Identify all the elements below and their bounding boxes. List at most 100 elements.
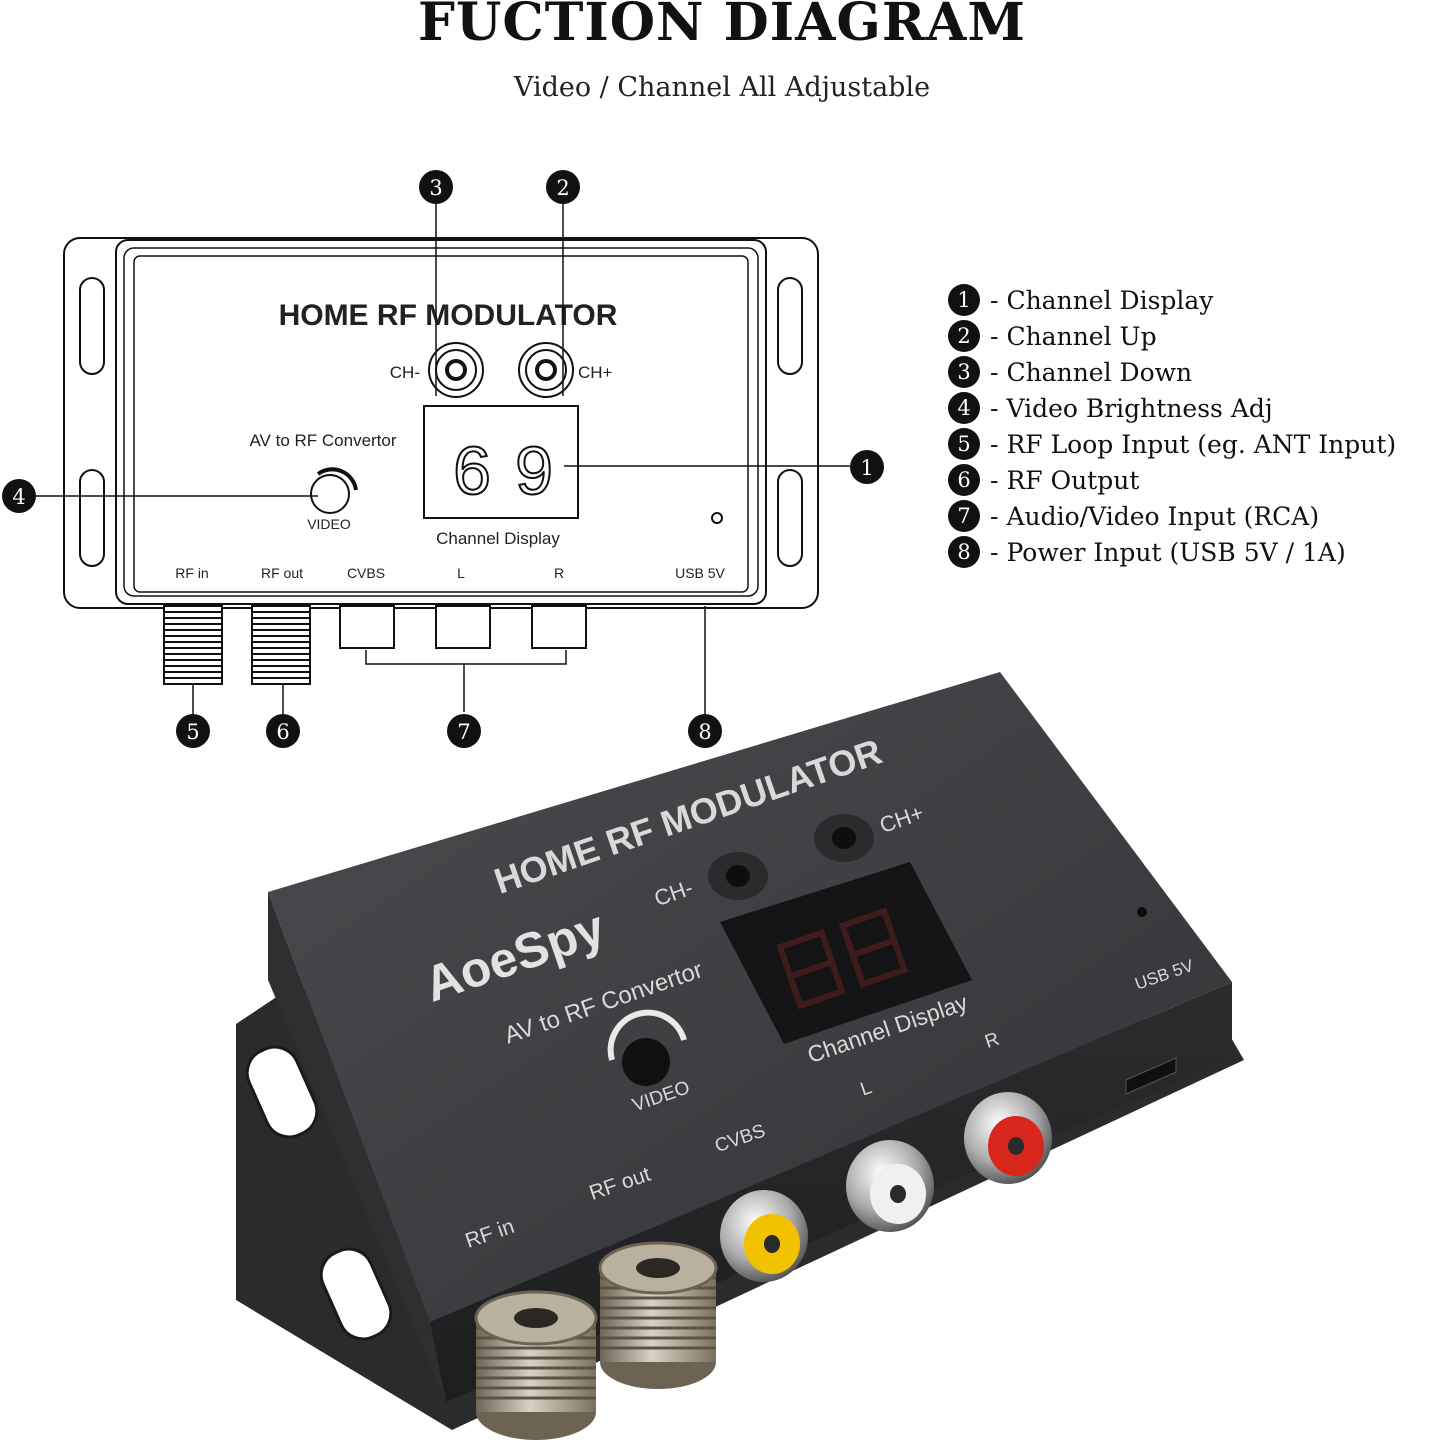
ch-plus-button-cap: [535, 359, 557, 381]
svg-text:2: 2: [556, 176, 569, 200]
display-digit-1: 6: [453, 433, 491, 509]
legend-item: 3-Channel Down: [948, 354, 1444, 390]
legend-number: 8: [948, 536, 980, 568]
legend-separator: -: [990, 285, 999, 315]
page-title: FUCTION DIAGRAM: [418, 0, 1026, 53]
legend-number: 4: [948, 392, 980, 424]
svg-text:3: 3: [429, 176, 442, 200]
legend-label: Audio/Video Input (RCA): [1006, 501, 1320, 531]
svg-text:8: 8: [698, 720, 711, 744]
svg-text:1: 1: [860, 456, 873, 480]
legend-label: Power Input (USB 5V / 1A): [1006, 537, 1346, 567]
channel-display-window: [423, 405, 579, 519]
ch-plus-button-ring: [518, 342, 574, 398]
photo-display-window: [720, 862, 972, 1044]
legend-separator: -: [990, 321, 999, 351]
legend-separator: -: [990, 357, 999, 387]
legend-label: RF Loop Input (eg. ANT Input): [1006, 429, 1397, 459]
schematic-convertor-label: AV to RF Convertor: [249, 431, 396, 450]
legend-item: 6-RF Output: [948, 462, 1444, 498]
callout-6: 6: [266, 714, 300, 748]
av-bracket-line: [365, 650, 567, 712]
device-faceplate: [133, 255, 749, 593]
legend-number: 7: [948, 500, 980, 532]
schematic-port-rf-out: RF out: [261, 565, 303, 581]
photo-led-digits: [776, 907, 909, 1010]
ear-slot-right-bottom: [777, 469, 803, 567]
ch-plus-button-inner: [525, 349, 567, 391]
legend-item: 8-Power Input (USB 5V / 1A): [948, 534, 1444, 570]
schematic-port-l: L: [457, 565, 465, 581]
photo-flange-slot-bottom: [319, 1247, 393, 1341]
schematic-port-rf-in: RF in: [175, 565, 208, 581]
schematic-diagram: HOME RF MODULATOR CH- CH+ 6 9 Channel Di…: [2, 170, 884, 748]
legend-number: 5: [948, 428, 980, 460]
callout-1: 1: [850, 450, 884, 484]
callout-5: 5: [176, 714, 210, 748]
legend-number: 3: [948, 356, 980, 388]
photo-ch-minus-cap: [726, 865, 750, 887]
photo-ch-plus-cap: [832, 827, 856, 849]
callout-2: 2: [546, 170, 580, 204]
video-knob-arc: [316, 467, 358, 491]
legend-number: 1: [948, 284, 980, 316]
callout-4: 4: [2, 479, 36, 513]
device-body-inner: [123, 247, 759, 597]
callout-8: 8: [688, 714, 722, 748]
schematic-ch-plus-label: CH+: [578, 363, 613, 382]
ear-slot-right-top: [777, 277, 803, 375]
svg-text:7: 7: [457, 720, 470, 744]
display-digit-2: 9: [515, 433, 553, 509]
power-led: [711, 512, 723, 524]
legend-separator: -: [990, 501, 999, 531]
svg-text:5: 5: [186, 720, 199, 744]
legend-label: Video Brightness Adj: [1006, 393, 1273, 423]
photo-body-side: [268, 892, 446, 1402]
legend-separator: -: [990, 429, 999, 459]
legend-separator: -: [990, 393, 999, 423]
photo-audio-r-rca-jack: [964, 1092, 1052, 1184]
legend-label: Channel Up: [1006, 321, 1157, 351]
photo-audio-l-rca-jack: [846, 1140, 934, 1232]
schematic-video-label: VIDEO: [307, 516, 351, 532]
video-knob: [310, 474, 350, 514]
photo-video-knob: [622, 1038, 670, 1086]
photo-rf-out-connector: [598, 1241, 718, 1389]
photo-body-top: [268, 672, 1232, 1322]
legend-separator: -: [990, 465, 999, 495]
legend-number: 2: [948, 320, 980, 352]
ear-slot-left-top: [79, 277, 105, 375]
photo-usb-port: [1125, 1057, 1177, 1095]
legend-number: 6: [948, 464, 980, 496]
callout-3: 3: [419, 170, 453, 204]
legend-separator: -: [990, 537, 999, 567]
callout-legend: 1-Channel Display 2-Channel Up 3-Channel…: [948, 282, 1444, 570]
callout-7: 7: [447, 714, 481, 748]
legend-item: 5-RF Loop Input (eg. ANT Input): [948, 426, 1444, 462]
rf-out-connector: [251, 605, 311, 685]
photo-r-label: R: [982, 1029, 1002, 1053]
schematic-port-usb: USB 5V: [675, 565, 725, 581]
audio-r-jack: [531, 605, 587, 649]
schematic-brand-label: HOME RF MODULATOR: [279, 299, 618, 332]
audio-l-jack: [435, 605, 491, 649]
legend-item: 7-Audio/Video Input (RCA): [948, 498, 1444, 534]
legend-label: RF Output: [1006, 465, 1140, 495]
ch-minus-button-cap: [445, 359, 467, 381]
legend-label: Channel Down: [1006, 357, 1193, 387]
ear-slot-left-bottom: [79, 469, 105, 567]
page-subtitle: Video / Channel All Adjustable: [513, 72, 931, 103]
ch-minus-button-ring: [428, 342, 484, 398]
svg-text:6: 6: [276, 720, 289, 744]
legend-item: 2-Channel Up: [948, 318, 1444, 354]
schematic-channel-display-label: Channel Display: [436, 529, 560, 548]
legend-label: Channel Display: [1006, 285, 1214, 315]
legend-item: 4-Video Brightness Adj: [948, 390, 1444, 426]
schematic-port-r: R: [554, 565, 564, 581]
photo-flange-slot-top: [245, 1045, 319, 1139]
schematic-ch-minus-label: CH-: [390, 363, 420, 382]
schematic-port-cvbs: CVBS: [347, 565, 385, 581]
photo-power-led: [1137, 907, 1147, 917]
photo-rf-in-connector: [474, 1290, 598, 1440]
